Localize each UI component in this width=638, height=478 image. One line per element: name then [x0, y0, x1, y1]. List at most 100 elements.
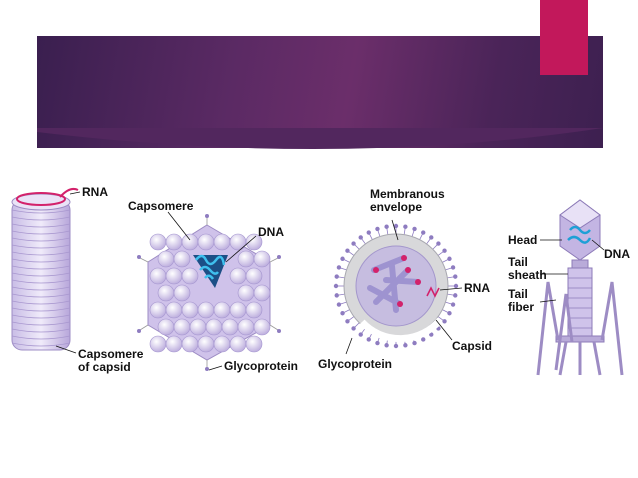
capsomere-sphere	[181, 335, 199, 353]
enveloped-virus: Membranous envelope RNA Capsid Glycoprot…	[318, 187, 492, 371]
capsomere-sphere	[245, 233, 263, 251]
capsomere-sphere	[197, 335, 215, 353]
glycoprotein-knob	[351, 241, 356, 246]
phage-dna-label: DNA	[604, 247, 630, 261]
glycoprotein-knob	[366, 230, 371, 235]
capsomere-ring	[11, 307, 71, 312]
capsomere-sphere	[149, 335, 167, 353]
capsomere-sphere	[149, 301, 167, 319]
capsomere-sphere	[165, 267, 183, 285]
capsomere-ring	[11, 279, 71, 284]
capsomere-ring	[11, 216, 71, 221]
capsomere-sphere	[237, 318, 255, 336]
accent-tab	[540, 0, 588, 75]
capsomere-sphere	[245, 335, 263, 353]
capsomere-sphere	[213, 301, 231, 319]
capsomere-sphere	[229, 267, 247, 285]
capsomere-sphere	[157, 284, 175, 302]
glycoprotein-knob	[340, 311, 345, 316]
glycoprotein-knob	[412, 226, 417, 232]
capsomere-ring	[11, 223, 71, 228]
capsomere-ring	[11, 272, 71, 277]
helical-capsomere-line2: of capsid	[78, 360, 131, 374]
envelope-line2: envelope	[370, 200, 422, 214]
capsomere-sphere	[213, 233, 231, 251]
capsomere-ring	[11, 314, 71, 319]
phage-head-label: Head	[508, 233, 537, 247]
glycoprotein-knob	[375, 340, 380, 346]
capsomere-sphere	[245, 301, 263, 319]
capsomere-sphere	[253, 284, 271, 302]
capsomere-sphere	[237, 284, 255, 302]
capsomere-sphere	[181, 301, 199, 319]
glycoprotein-knob	[421, 230, 426, 235]
capsomere-sphere	[221, 318, 239, 336]
glycoprotein-knob	[345, 248, 350, 253]
glycoprotein-knob	[384, 343, 389, 348]
capsomere-sphere	[229, 301, 247, 319]
capsomere-ring	[11, 300, 71, 305]
envelope-label: Membranous envelope	[370, 187, 448, 214]
glycoprotein-knob	[336, 265, 342, 270]
glycoprotein-knob	[421, 337, 426, 342]
capsomere-sphere	[157, 318, 175, 336]
capsomere-ring	[11, 335, 71, 340]
glycoprotein-knob	[442, 248, 447, 253]
capsomere-ring	[11, 244, 71, 249]
capsomere-ring	[11, 251, 71, 256]
glycoprotein-knob	[429, 235, 434, 240]
capsomere-sphere	[165, 233, 183, 251]
glycoprotein-knob	[358, 332, 363, 337]
capsomere-sphere	[229, 335, 247, 353]
capsomere-sphere	[173, 318, 191, 336]
capsomere-ring	[11, 342, 71, 347]
glycoprotein-knob	[447, 256, 452, 261]
rna-helix-mark	[16, 192, 66, 206]
glycoprotein-knob	[384, 224, 389, 229]
glycoprotein-knob	[333, 283, 339, 289]
glycoprotein-knob	[412, 340, 417, 346]
bacteriophage: Head DNA Tail sheath Tail fiber	[508, 199, 630, 376]
glycoprotein-knob	[436, 241, 441, 246]
glycoprotein-knob	[403, 224, 408, 229]
glycoprotein-knob	[453, 274, 458, 279]
capsomere-ring	[11, 293, 71, 298]
glycoprotein-knob	[375, 226, 380, 232]
capsomere-ring	[11, 209, 71, 214]
capsomere-sphere	[181, 267, 199, 285]
virus-diagram: RNA Capsomere of capsid Capsomere DNA Gl…	[11, 185, 630, 376]
helical-capsomere-line1: Capsomere	[78, 347, 144, 361]
enveloped-glycoprotein-label: Glycoprotein	[318, 357, 392, 371]
tail-fiber-line2: fiber	[508, 300, 534, 314]
glycoprotein-knob	[403, 343, 408, 348]
capsomere-sphere	[165, 301, 183, 319]
helical-virus: RNA Capsomere of capsid	[11, 185, 147, 374]
capsomere-ring	[11, 230, 71, 235]
glycoprotein-knob	[442, 319, 447, 324]
polyhedral-dna-label: DNA	[258, 225, 284, 239]
glycoprotein-knob	[340, 256, 345, 261]
enveloped-capsid-label: Capsid	[452, 339, 492, 353]
capsomere-sphere	[173, 284, 191, 302]
capsomere-ring	[11, 265, 71, 270]
capsomere-sphere	[237, 250, 255, 268]
glycoprotein-knob	[366, 337, 371, 342]
glycoprotein-knob	[393, 343, 399, 349]
banner-curve	[37, 128, 603, 150]
capsomere-ring	[11, 321, 71, 326]
glycoprotein-knob	[453, 293, 458, 298]
capsomere-sphere	[149, 267, 167, 285]
capsomere-sphere	[213, 335, 231, 353]
phage-tail-sheath-label: Tail sheath	[508, 255, 547, 282]
capsomere-ring	[11, 237, 71, 242]
polyhedral-glycoprotein-label: Glycoprotein	[224, 359, 298, 373]
helical-rna-label: RNA	[82, 185, 108, 199]
glycoprotein-knob	[345, 319, 350, 324]
capsomere-ring	[11, 286, 71, 291]
capsomere-sphere	[157, 250, 175, 268]
tail-fiber-line1: Tail	[508, 287, 528, 301]
tail-sheath-line2: sheath	[508, 268, 547, 282]
helical-capsomere-label: Capsomere of capsid	[78, 347, 147, 374]
capsomere-ring	[11, 328, 71, 333]
polyhedral-virus: Capsomere DNA Glycoprotein	[128, 199, 298, 373]
